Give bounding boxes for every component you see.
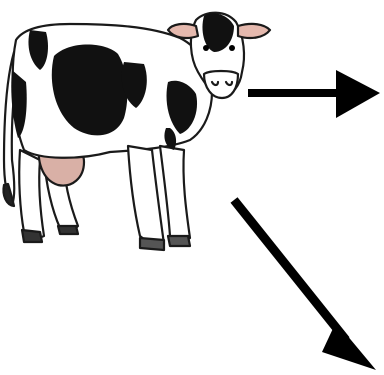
arrow-down-right-icon bbox=[234, 200, 376, 370]
cow-ear-right bbox=[238, 24, 270, 38]
cow-icon bbox=[3, 13, 270, 250]
arrow-right-icon bbox=[248, 70, 380, 118]
cow-front-leg-right bbox=[160, 146, 190, 242]
cow-front-leg-left bbox=[128, 146, 164, 244]
